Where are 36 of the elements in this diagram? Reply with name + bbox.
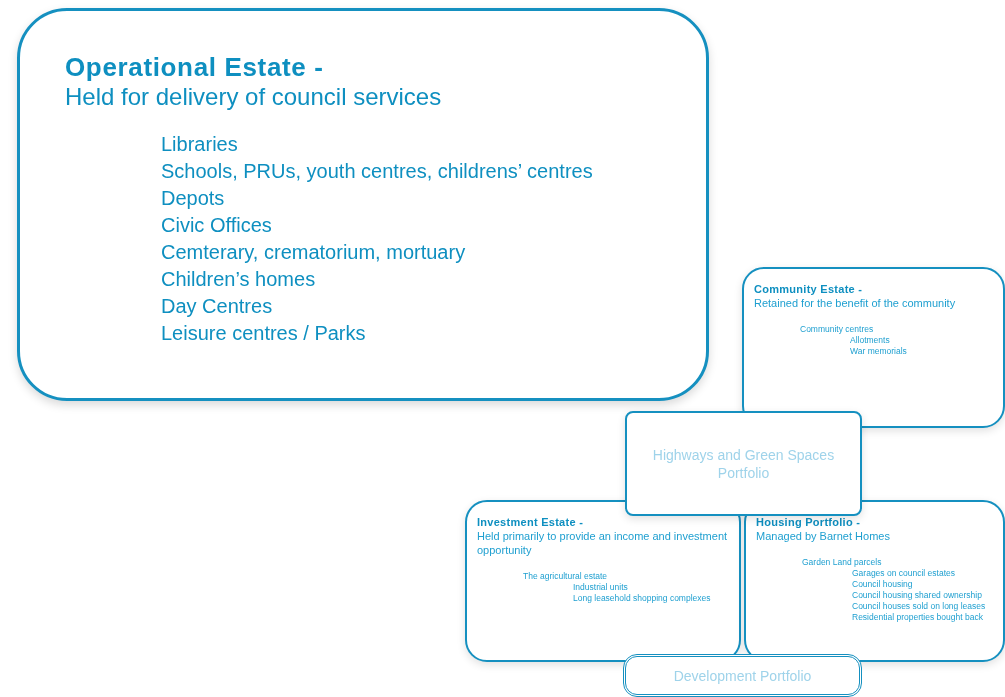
heading: Housing Portfolio -	[756, 516, 861, 529]
list-item: Libraries	[161, 132, 238, 157]
category-card	[744, 500, 1005, 662]
subtitle: Held for delivery of council services	[65, 83, 442, 111]
list-item: Garages on council estates	[852, 568, 955, 579]
list-item: Council housing	[852, 579, 913, 590]
list-item: Community centres	[800, 324, 874, 335]
subtitle: Held primarily to provide an income and investment opportunity	[477, 529, 729, 557]
subtitle: Retained for the benefit of the community	[754, 296, 956, 310]
list-item: Day Centres	[161, 294, 273, 319]
category-card	[17, 8, 709, 401]
list-item: Schools, PRUs, youth centres, childrens’ centres	[161, 159, 593, 184]
list-item: Allotments	[850, 335, 890, 346]
list-item: Depots	[161, 186, 225, 211]
node-title: Development Portfolio	[673, 666, 812, 685]
list-item: Industrial units	[573, 582, 628, 593]
list-item: Children’s homes	[161, 267, 316, 292]
list-item: Long leasehold shopping complexes	[573, 593, 711, 604]
heading: Investment Estate -	[477, 516, 584, 529]
portfolio-box	[625, 411, 862, 516]
node-title: Highways and Green Spaces Portfolio	[651, 445, 836, 482]
list-item: Council houses sold on long leases	[852, 601, 986, 612]
list-item: War memorials	[850, 346, 907, 357]
list-item: Council housing shared ownership	[852, 590, 982, 601]
portfolio-box	[623, 654, 862, 697]
subtitle: Managed by Barnet Homes	[756, 529, 890, 543]
list-item: The agricultural estate	[523, 571, 608, 582]
list-item: Civic Offices	[161, 213, 272, 238]
heading: Community Estate -	[754, 283, 863, 296]
category-card	[465, 500, 741, 662]
list-item: Cemterary, crematorium, mortuary	[161, 240, 466, 265]
list-item: Leisure centres / Parks	[161, 321, 366, 346]
heading: Operational Estate -	[65, 51, 324, 83]
list-item: Residential properties bought back	[852, 612, 983, 623]
list-item: Garden Land parcels	[802, 557, 882, 568]
category-card	[742, 267, 1005, 428]
